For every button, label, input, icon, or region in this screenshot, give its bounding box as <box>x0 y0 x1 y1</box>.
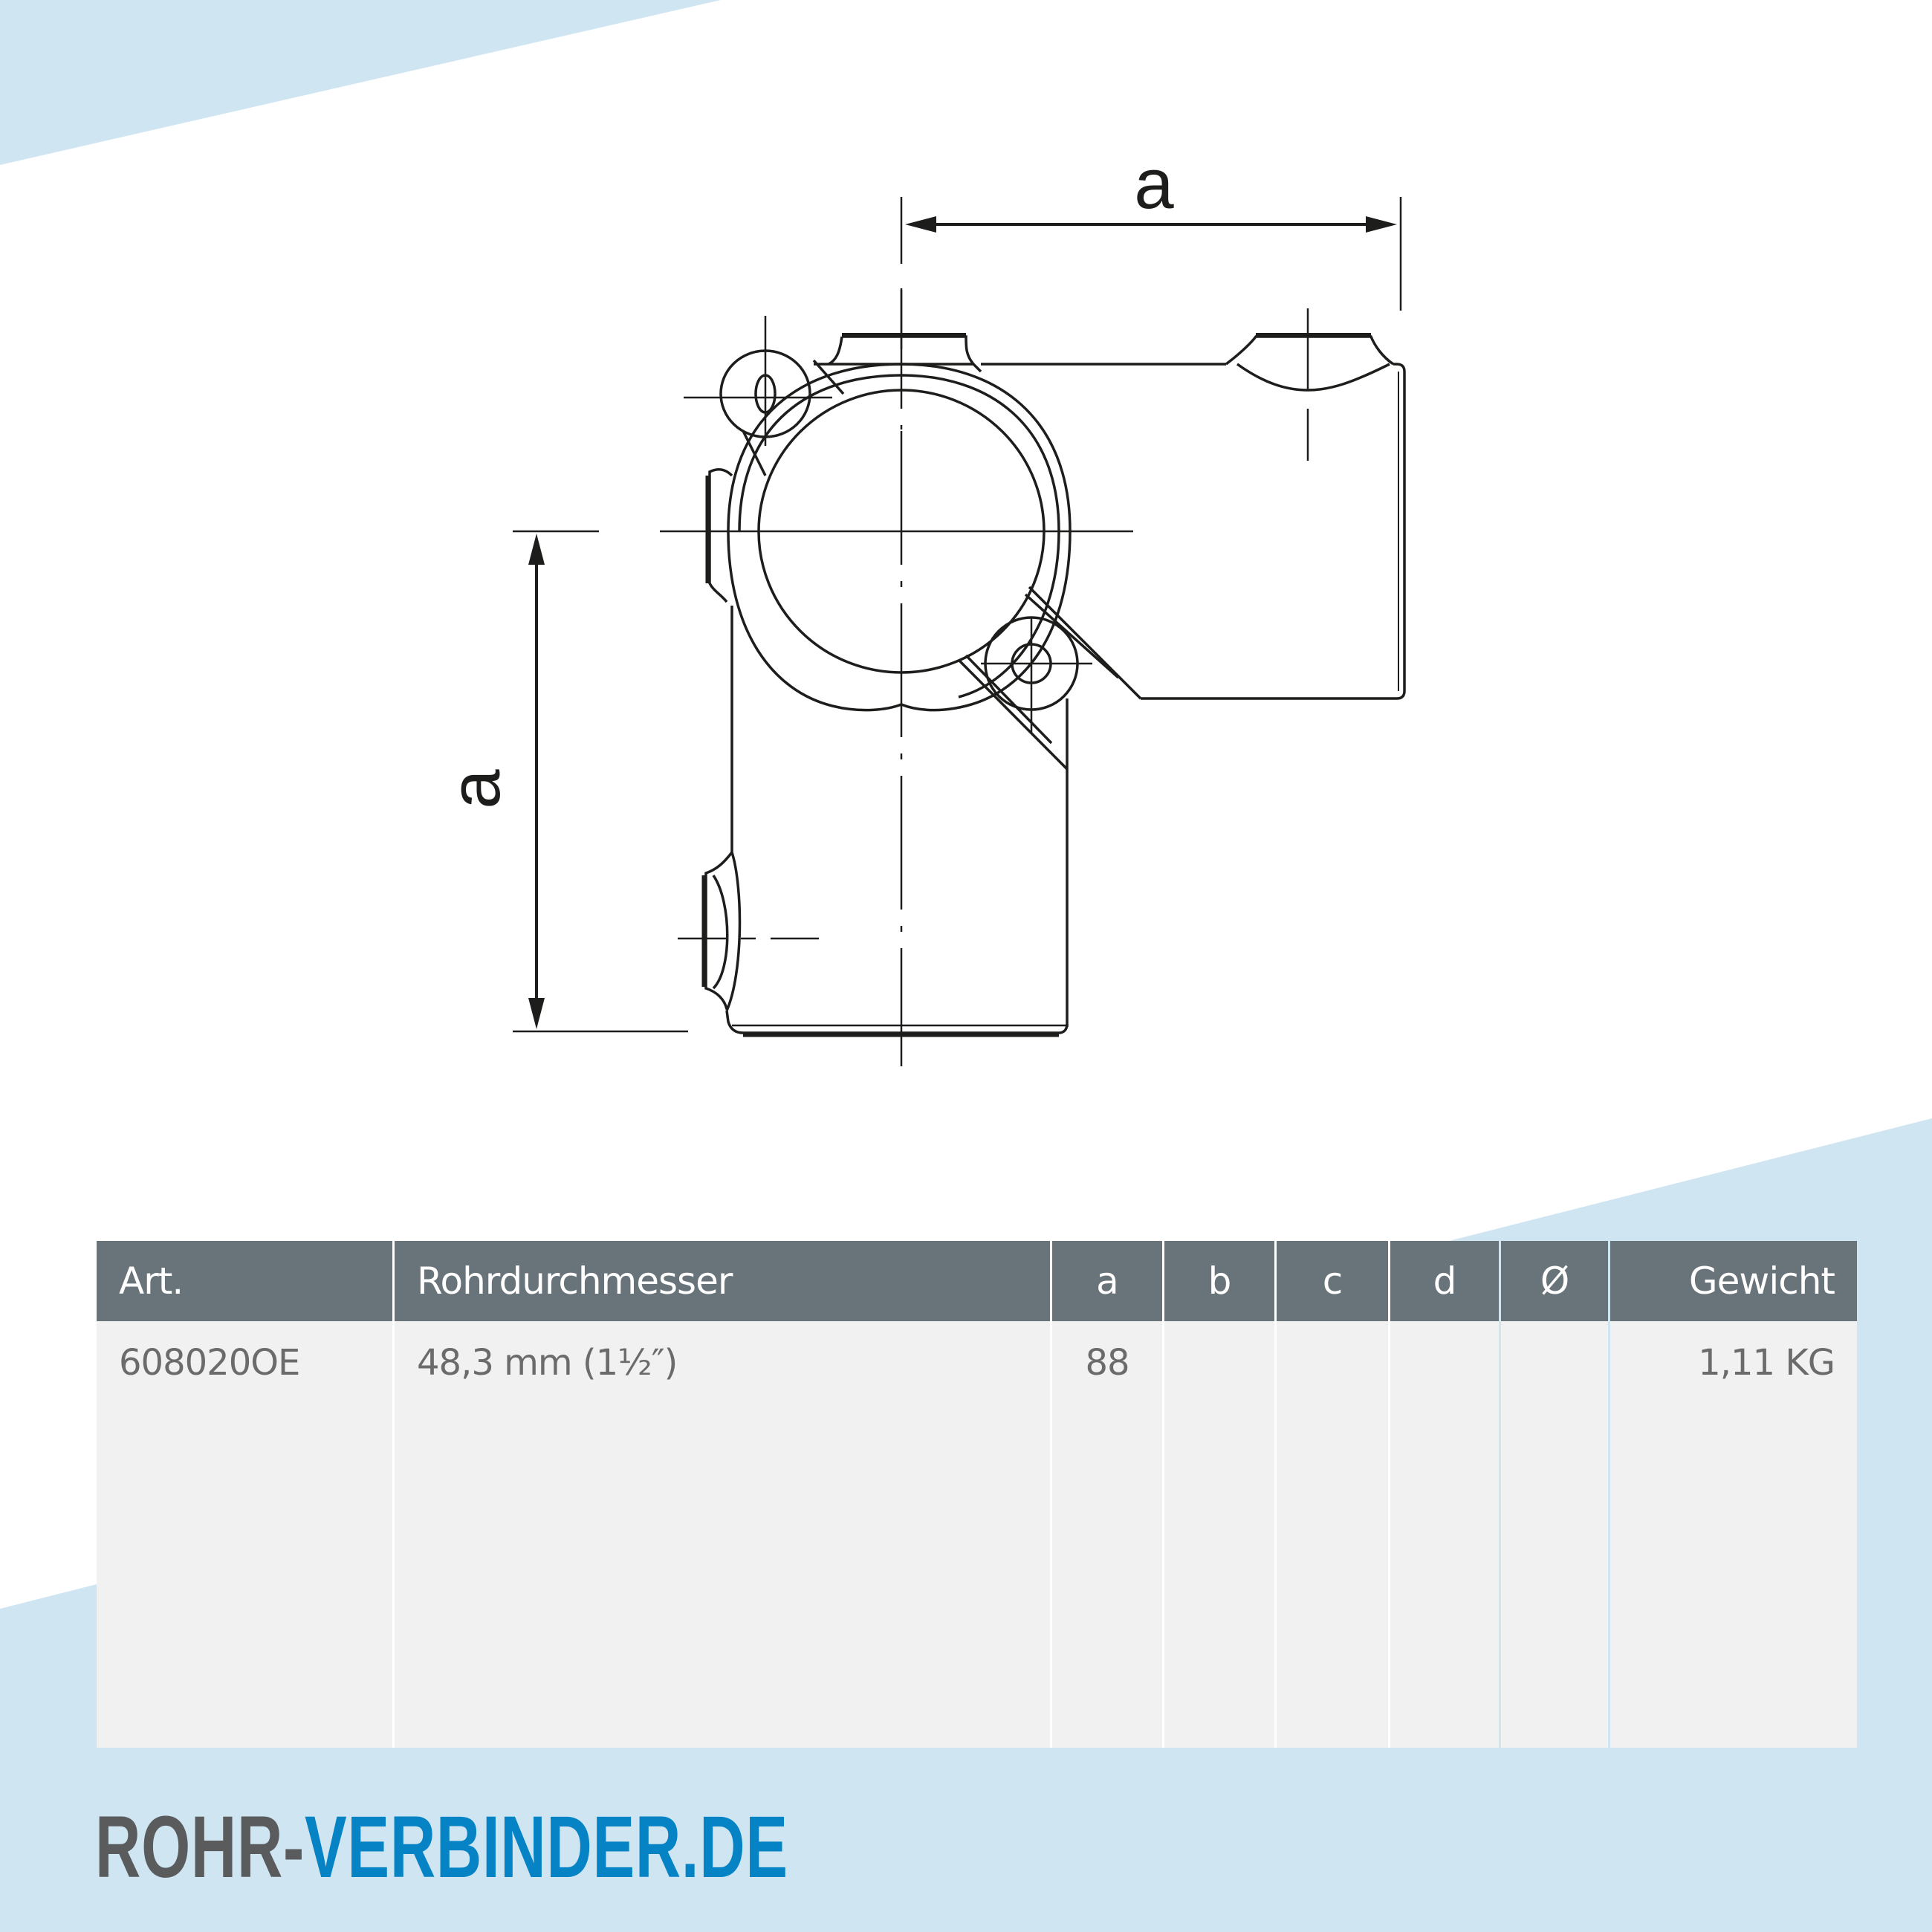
left-boss-upper <box>705 467 733 603</box>
socket-ring <box>727 363 1072 712</box>
spec-table: Art. Rohrdurchmesser a b c d Ø Gewicht 6… <box>97 1241 1857 1748</box>
horizontal-branch <box>981 333 1406 700</box>
vertical-branch <box>701 606 1069 1037</box>
brand-part-rohr: ROHR- <box>95 1798 305 1896</box>
cell-a: 88 <box>1052 1321 1162 1748</box>
header-a: a <box>1052 1241 1162 1321</box>
header-rohrdurchmesser: Rohrdurchmesser <box>395 1241 1050 1321</box>
brand-logo: ROHR-VERBINDER.DE <box>95 1797 788 1898</box>
header-c: c <box>1277 1241 1388 1321</box>
header-art: Art. <box>97 1241 392 1321</box>
dimension-label-horizontal: a <box>1134 144 1174 224</box>
bottom-band <box>0 1748 1932 1932</box>
dimension-label-vertical: a <box>435 769 515 809</box>
header-d: d <box>1390 1241 1499 1321</box>
top-flange <box>814 333 982 373</box>
cell-weight: 1,11 KG <box>1610 1321 1857 1748</box>
upper-left-lug <box>684 316 845 476</box>
cell-article-number: 608020OE <box>97 1321 392 1748</box>
arrowhead-left-icon <box>905 216 936 233</box>
cell-c <box>1277 1321 1388 1748</box>
header-b: b <box>1164 1241 1274 1321</box>
header-diameter: Ø <box>1501 1241 1608 1321</box>
technical-drawing: a a <box>435 144 1406 1066</box>
arrowhead-down-icon <box>528 998 545 1029</box>
header-gewicht: Gewicht <box>1610 1241 1857 1321</box>
arrowhead-right-icon <box>1366 216 1397 233</box>
brand-part-verbinder: VERBINDER.DE <box>305 1798 788 1896</box>
cell-d <box>1390 1321 1499 1748</box>
dimension-vertical: a <box>435 530 688 1033</box>
cell-diameter <box>1501 1321 1608 1748</box>
cell-b <box>1164 1321 1274 1748</box>
lower-right-lug <box>957 586 1142 771</box>
top-left-wedge <box>0 0 721 165</box>
arrowhead-up-icon <box>528 534 545 565</box>
dimension-horizontal: a <box>900 144 1402 349</box>
cell-pipe-diameter: 48,3 mm (1½″) <box>395 1321 1050 1748</box>
